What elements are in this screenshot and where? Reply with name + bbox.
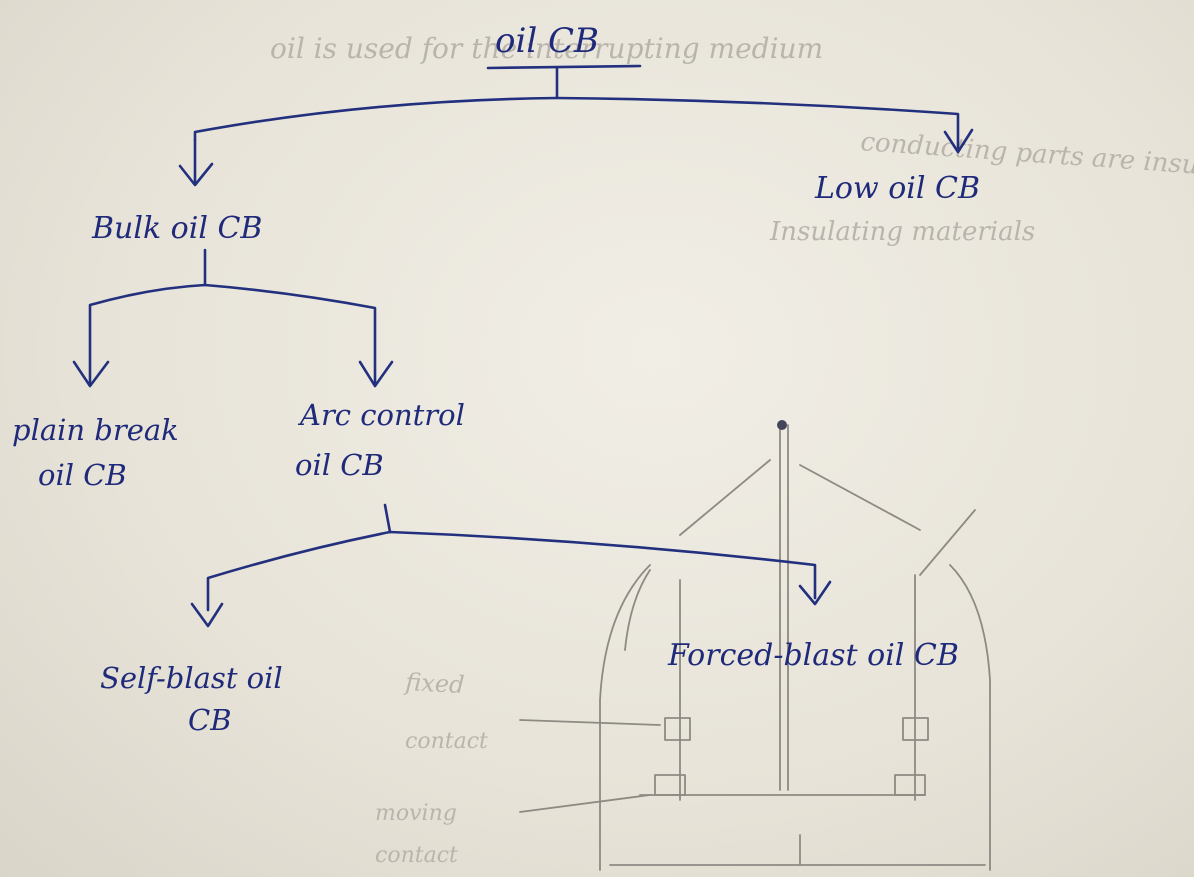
sketch-right-arm bbox=[799, 464, 921, 531]
circuit-breaker-sketch: fixed contact moving contact bbox=[375, 420, 991, 871]
sketch-label-contact: contact bbox=[405, 729, 488, 754]
arc-control-stem bbox=[383, 503, 392, 534]
sketch-right-fixed-contact bbox=[902, 717, 929, 741]
node-oil-cb: oil CB bbox=[495, 21, 599, 61]
arrow-to-bulk bbox=[178, 162, 214, 187]
bulk-branch bbox=[88, 283, 377, 387]
node-bulk-oil-cb: Bulk oil CB bbox=[91, 211, 262, 246]
node-plain-break-line2: oil CB bbox=[38, 458, 127, 492]
root-underline bbox=[486, 64, 642, 70]
sketch-tank-left-wall bbox=[599, 564, 651, 871]
bleed-through-text: oil is used for the interrupting medium … bbox=[270, 32, 1194, 247]
arrow-to-plain-break bbox=[72, 360, 110, 388]
sketch-label-moving: moving bbox=[375, 801, 457, 826]
classification-tree: oil CB Bulk oil CB Low oil CB plain brea… bbox=[12, 21, 980, 737]
bleed-through-line-3: Insulating materials bbox=[769, 217, 1035, 247]
root-branch bbox=[193, 96, 960, 150]
sketch-label-leader-2 bbox=[519, 794, 651, 813]
sketch-label-contact-2: contact bbox=[375, 843, 458, 868]
node-self-blast-line2: CB bbox=[188, 703, 232, 737]
sketch-tank-right-wall bbox=[949, 564, 991, 871]
node-arc-control-line1: Arc control bbox=[297, 398, 465, 432]
arrow-to-self-blast bbox=[190, 602, 224, 628]
arc-control-branch bbox=[206, 530, 817, 612]
sketch-inner-left-arc bbox=[624, 569, 651, 651]
sketch-label-leader-1 bbox=[519, 719, 661, 726]
arrow-to-arc-control bbox=[358, 360, 394, 388]
sketch-left-arm bbox=[679, 459, 771, 536]
arrow-to-forced-blast bbox=[798, 580, 832, 606]
node-plain-break-line1: plain break bbox=[12, 413, 179, 447]
sketch-left-fixed-contact bbox=[664, 717, 691, 741]
sketch-rod-top bbox=[777, 420, 787, 430]
sketch-right-link bbox=[919, 509, 976, 576]
bleed-through-line-1: oil is used for the interrupting medium bbox=[270, 32, 823, 65]
node-self-blast-line1: Self-blast oil bbox=[100, 661, 283, 695]
sketch-right-moving-contact bbox=[894, 774, 926, 796]
arrow-to-low bbox=[943, 128, 974, 154]
sketch-label-fixed: fixed bbox=[403, 668, 465, 699]
node-forced-blast-oil-cb: Forced-blast oil CB bbox=[667, 638, 959, 673]
node-arc-control-line2: oil CB bbox=[295, 448, 384, 482]
node-low-oil-cb: Low oil CB bbox=[814, 171, 980, 206]
